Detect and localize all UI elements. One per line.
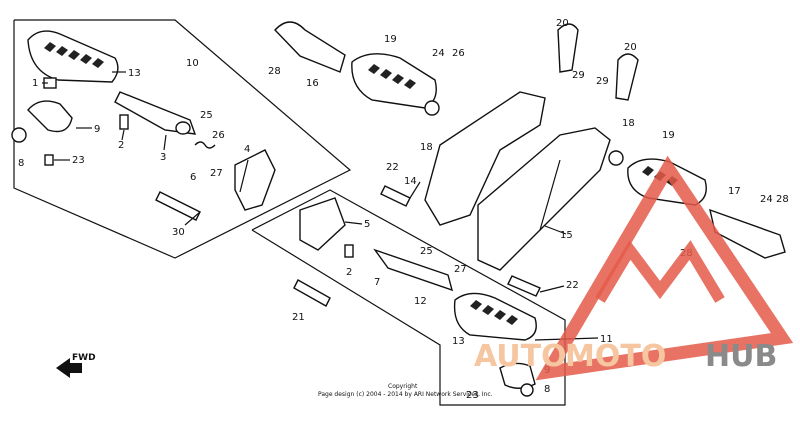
callout-19-b: 19	[662, 130, 675, 141]
watermark-auto: AUTO	[474, 339, 567, 374]
callout-29-b: 29	[596, 76, 609, 87]
right-bracket-14	[424, 91, 546, 226]
callout-15: 15	[560, 230, 573, 241]
center-bracket-5	[299, 197, 346, 251]
watermark-moto: MOTO	[565, 339, 666, 374]
center-plate-9	[499, 362, 536, 389]
callout-28-b: 28	[776, 194, 789, 205]
callout-20-b: 20	[624, 42, 637, 53]
upper-footpeg-16	[274, 21, 346, 73]
callout-1: 1	[32, 78, 38, 89]
callout-14: 14	[404, 176, 417, 187]
callout-5: 5	[364, 219, 370, 230]
clip-20-right	[615, 53, 639, 101]
copyright-notice: Page design (c) 2004 - 2014 by ARI Netwo…	[318, 391, 493, 398]
clip-20-left	[557, 23, 579, 73]
watermark-logo: AUTO MOTO HUB	[474, 155, 794, 381]
callout-4: 4	[244, 144, 250, 155]
upper-footpeg-rubber-19	[351, 53, 437, 109]
callout-6: 6	[190, 172, 196, 183]
callout-22-a: 22	[386, 162, 399, 173]
left-footpeg-pin	[114, 91, 197, 135]
bolt-22-lower	[507, 275, 541, 297]
callout-7: 7	[374, 277, 380, 288]
callout-9-a: 9	[94, 124, 100, 135]
callout-27-a: 27	[210, 168, 223, 179]
center-pin-12	[373, 248, 454, 292]
callout-25-a: 25	[200, 110, 213, 121]
left-bracket-4	[234, 149, 276, 211]
callout-27-b: 27	[454, 264, 467, 275]
callout-22-b: 22	[566, 280, 579, 291]
callout-16: 16	[306, 78, 319, 89]
callout-23-a: 23	[72, 155, 85, 166]
center-bolt-21	[293, 279, 331, 307]
callout-30: 30	[172, 227, 185, 238]
callout-11: 11	[600, 334, 613, 345]
left-spring-6	[194, 141, 216, 149]
callout-24-b: 24	[760, 194, 773, 205]
callout-3: 3	[160, 152, 166, 163]
callout-2-b: 2	[346, 267, 352, 278]
callout-10: 10	[186, 58, 199, 69]
callout-28-a: 28	[268, 66, 281, 77]
callout-25-b: 25	[420, 246, 433, 257]
callout-18-b: 18	[622, 118, 635, 129]
callout-8-a: 8	[18, 158, 24, 169]
left-footpeg-rubber	[27, 30, 119, 83]
copyright-title: Copyright	[388, 383, 418, 390]
callout-20-a: 20	[556, 18, 569, 29]
center-footpeg-rubber	[453, 292, 537, 341]
watermark-triangle	[535, 155, 794, 381]
left-assembly-frame	[13, 19, 352, 259]
callout-12: 12	[414, 296, 427, 307]
left-bolt-30	[155, 191, 201, 221]
callout-13-b: 13	[452, 336, 465, 347]
watermark-hub: HUB	[705, 339, 777, 374]
left-bolt-2	[119, 114, 129, 130]
callout-19-a: 19	[384, 34, 397, 45]
center-bolt-2	[344, 244, 354, 258]
right-bracket-15	[477, 127, 611, 271]
callout-24-a: 24	[432, 48, 445, 59]
callout-26-a: 26	[212, 130, 225, 141]
left-washer	[11, 127, 27, 143]
center-washer-8	[520, 383, 534, 397]
left-bolt-23	[44, 154, 54, 166]
fwd-direction-indicator: FWD	[56, 353, 96, 378]
callout-labels: 13 1 10 9 8 23 2 3 25 26 6 27 4 30 28 16…	[18, 18, 789, 401]
right-washer-18	[608, 150, 624, 166]
bolt-22-upper	[380, 185, 411, 207]
center-assembly-frame	[251, 189, 566, 406]
left-plate	[27, 100, 73, 133]
callout-18-a: 18	[420, 142, 433, 153]
callout-26-b: 26	[452, 48, 465, 59]
fwd-label: FWD	[72, 353, 96, 363]
callout-29-a: 29	[572, 70, 585, 81]
callout-8-b: 8	[544, 384, 550, 395]
callout-13-a: 13	[128, 68, 141, 79]
callout-23-b: 23	[466, 390, 479, 401]
callout-2-a: 2	[118, 140, 124, 151]
callout-21: 21	[292, 312, 305, 323]
callout-17: 17	[728, 186, 741, 197]
upper-washer-18	[424, 100, 440, 116]
